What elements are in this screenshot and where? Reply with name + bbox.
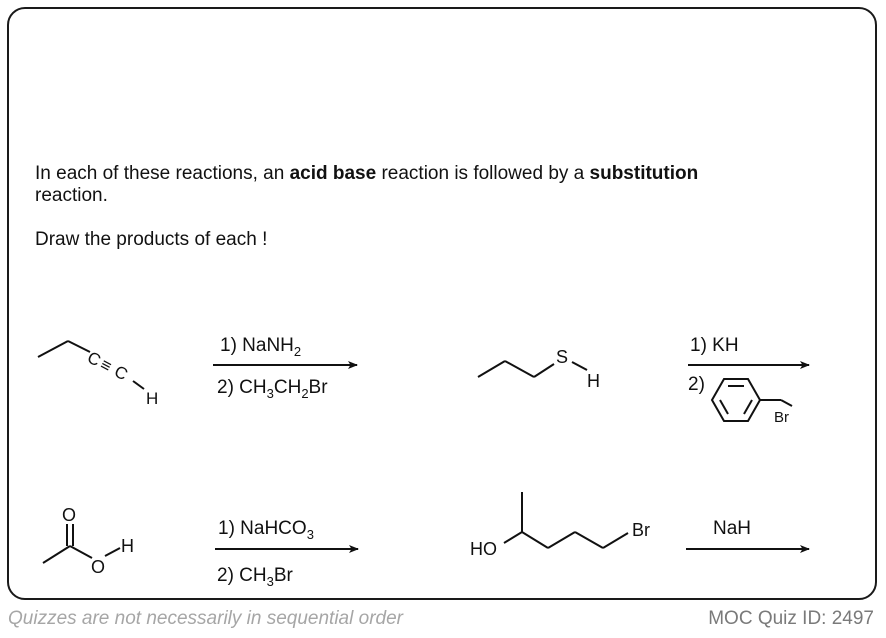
reactant-1-h: H	[146, 389, 158, 408]
quiz-card	[7, 7, 877, 600]
quiz-id: MOC Quiz ID: 2497	[708, 608, 874, 629]
reaction-2: S H 1) KH 2) Br	[477, 335, 810, 426]
reactant-3-carbonyl-o: O	[62, 505, 76, 525]
reaction-3-step1: 1) NaHCO3	[218, 518, 314, 542]
reaction-4-step1: NaH	[713, 518, 751, 539]
substitution-term: substitution	[589, 163, 699, 184]
reactant-4-ho: HO	[470, 539, 497, 559]
reactant-2-h: H	[587, 371, 600, 391]
reactant-3-h: H	[121, 536, 134, 556]
reactant-4-br: Br	[632, 520, 650, 540]
reaction-1: C ≡ C H 1) NaNH2 2) CH3CH2Br	[37, 335, 358, 408]
reaction-3-step2: 2) CH3Br	[217, 565, 294, 589]
reactant-2-s: S	[556, 347, 568, 367]
reaction-3: O O H 1) NaHCO3 2) CH3Br	[42, 505, 359, 589]
benzyl-bromide-br: Br	[774, 409, 789, 426]
reactant-3-structure	[42, 524, 121, 564]
reactant-1-c2: C	[111, 362, 131, 385]
reactant-4-structure	[503, 492, 629, 549]
reaction-2-step2: 2)	[688, 374, 705, 395]
instruction-text: Draw the products of each !	[35, 229, 268, 250]
reactant-3-hydroxyl-o: O	[91, 557, 105, 577]
benzyl-bromide-structure	[710, 378, 793, 422]
intro-text: In each of these reactions, an acid base…	[35, 163, 699, 206]
reaction-1-step1: 1) NaNH2	[220, 335, 301, 359]
reaction-1-step2: 2) CH3CH2Br	[217, 377, 328, 401]
reactant-2-structure	[477, 360, 588, 378]
reaction-4: HO Br NaH	[470, 492, 810, 559]
footer-note: Quizzes are not necessarily in sequentia…	[8, 608, 403, 629]
acid-base-term: acid base	[289, 163, 377, 184]
reactant-1-structure	[37, 340, 145, 390]
reaction-2-step1: 1) KH	[690, 335, 739, 356]
